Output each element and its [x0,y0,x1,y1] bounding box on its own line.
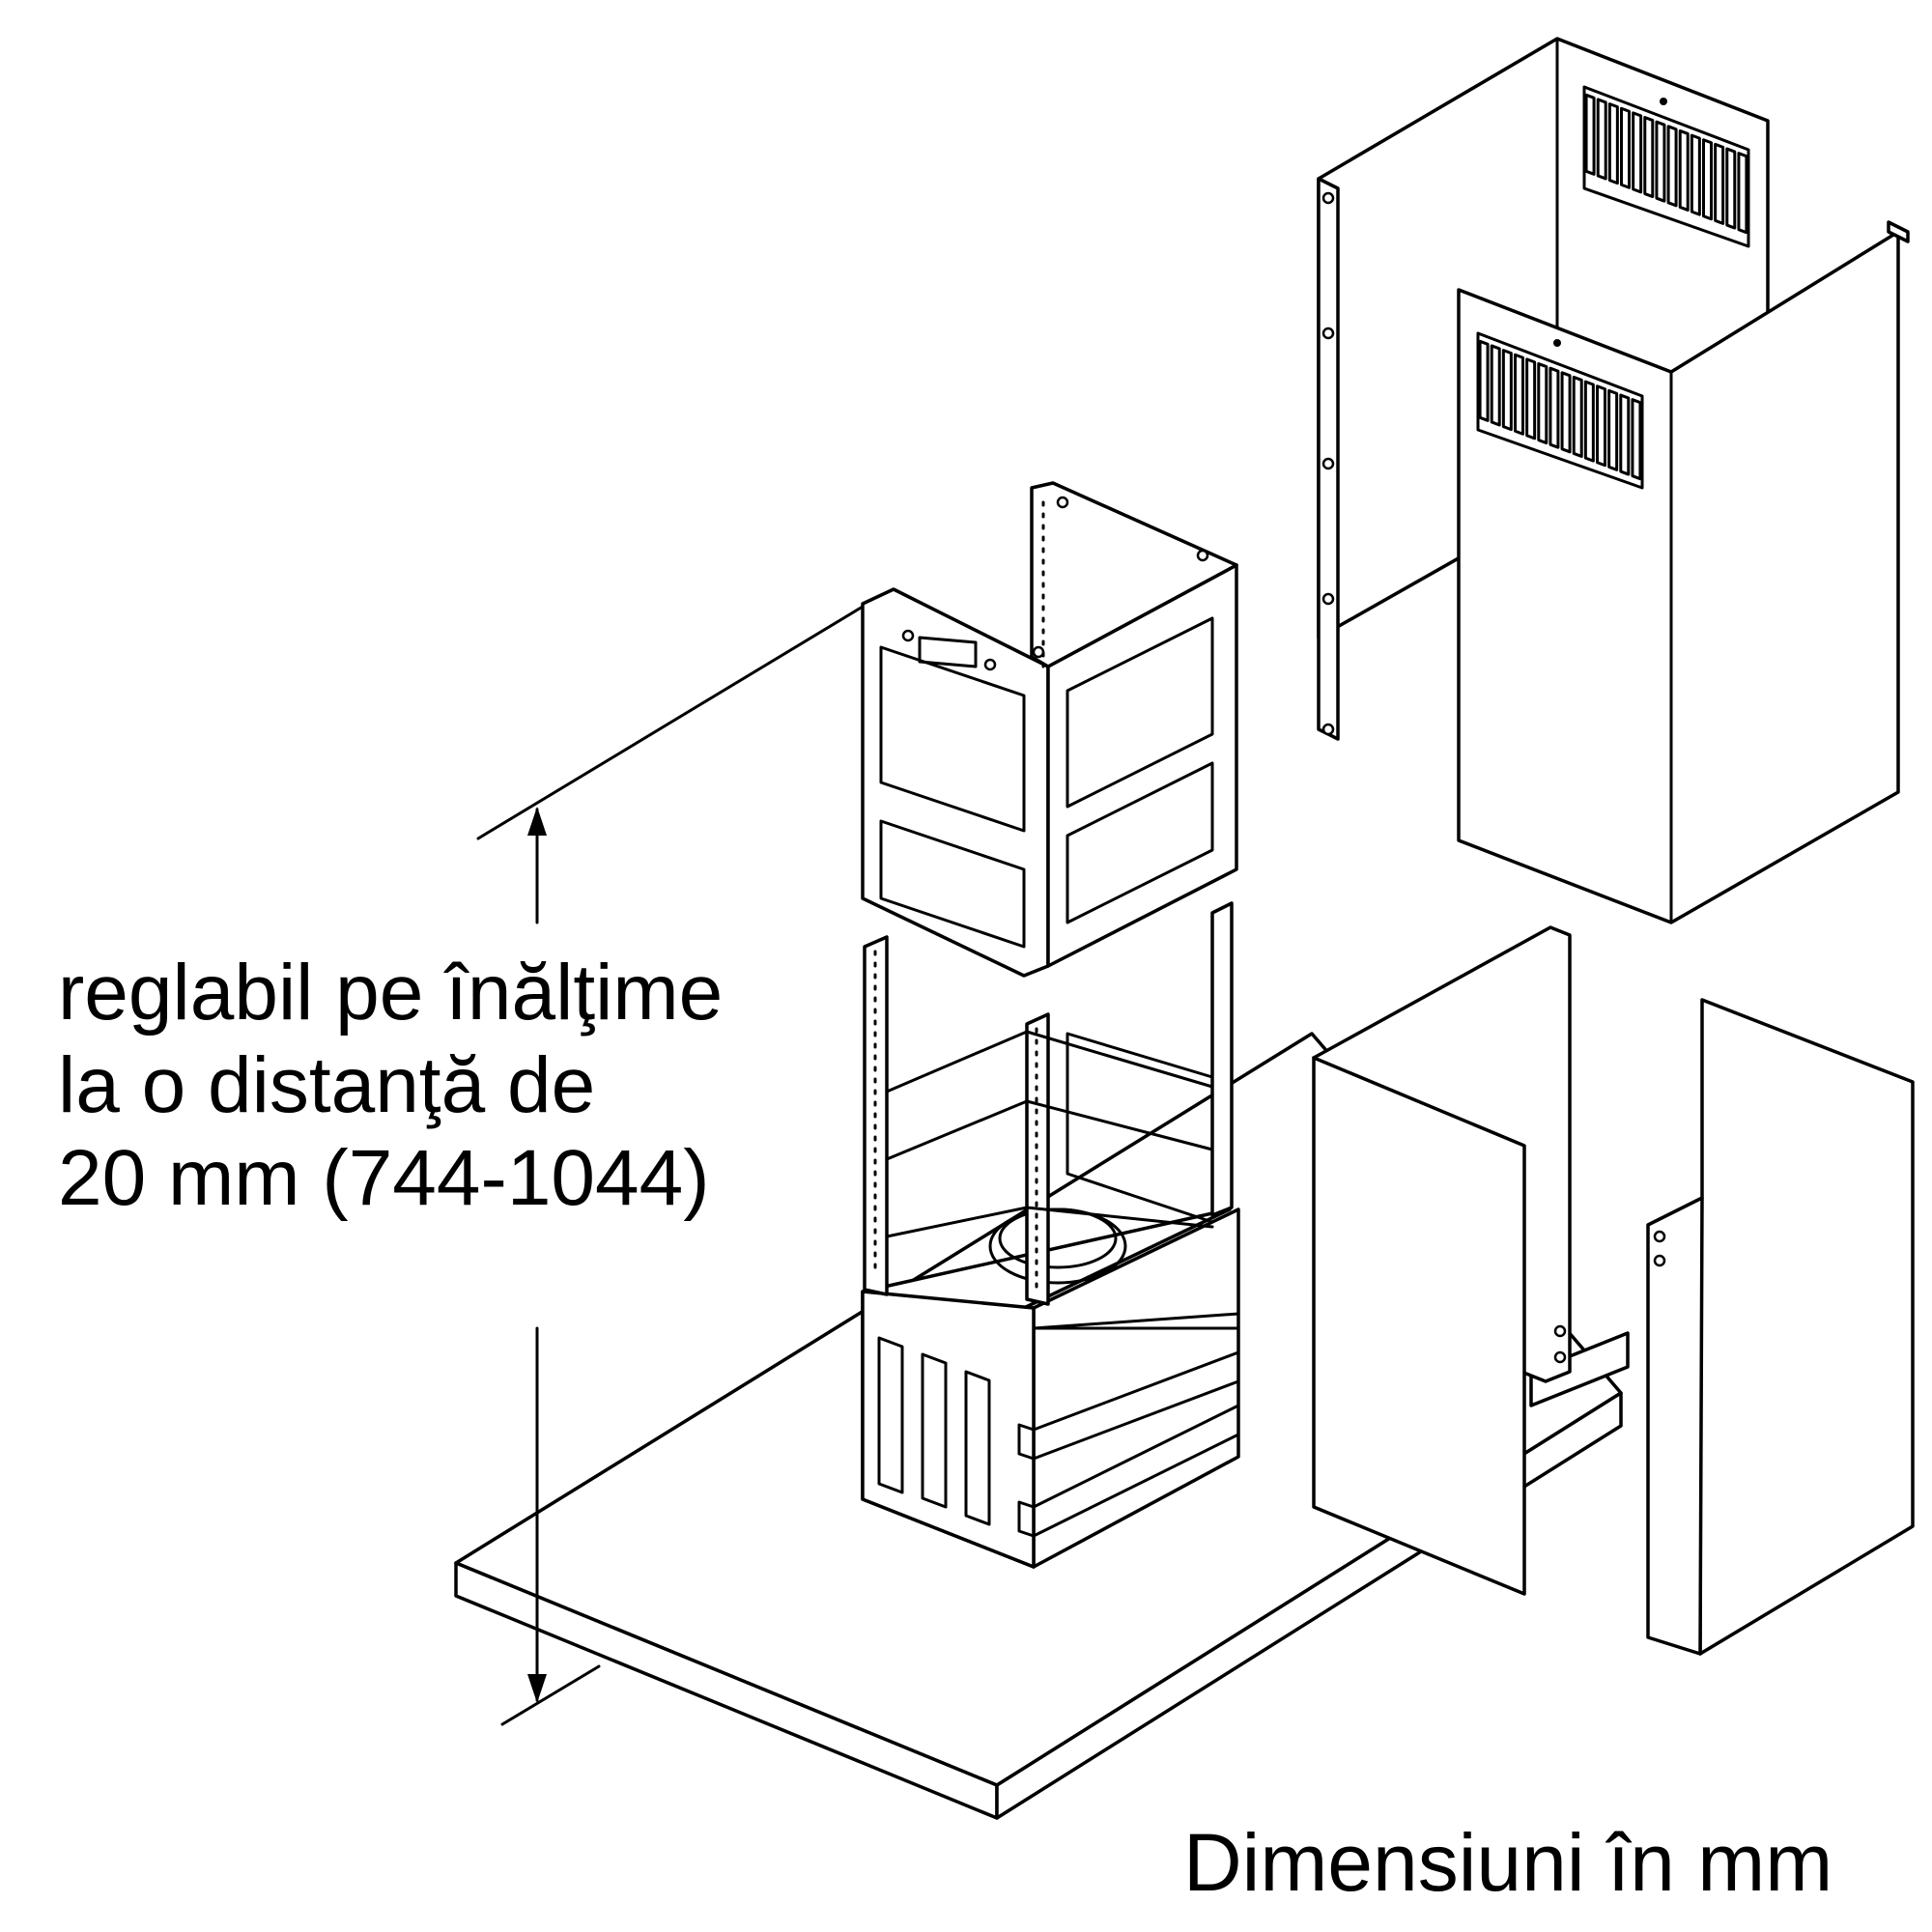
vent-slot [1607,388,1619,471]
vent-slot [1596,98,1607,181]
vent-slot [1490,344,1501,427]
vent-slot [1607,102,1619,185]
height-adjustment-note: reglabil pe înălţime la o distanţă de 20… [58,947,723,1225]
vent-slot [1631,398,1642,481]
height-dimension [476,605,865,1726]
vent-slot [1725,147,1737,230]
adjust-note-line-3: 20 mm (744-1044) [58,1134,710,1222]
adjust-note-line-2: la o distanţă de [58,1041,596,1129]
vent-slot [1632,111,1643,194]
vent-slot [1596,384,1606,468]
upper-chimney [1317,37,1910,924]
arrow-up-icon [527,807,547,836]
vent-slot [1702,138,1713,221]
vent-slot [1537,362,1548,445]
vent-slot [1643,116,1655,199]
arrow-down-icon [527,1674,547,1703]
vent-slot [1525,357,1537,440]
vent-slot [1584,93,1596,176]
vent-slot [1655,120,1666,203]
inner-frame-upper [861,481,1238,978]
vent-slots-front [1476,331,1644,490]
vent-slots-rear [1582,85,1750,248]
vent-slot [1619,393,1631,476]
vent-slot [1620,106,1631,189]
lower-chimney [1312,925,1915,1656]
vent-slot [1572,375,1583,458]
vent-slot [1560,371,1572,454]
vent-slot [1714,142,1725,225]
vent-slot [1478,339,1490,422]
vent-slot [1583,380,1595,463]
vent-slot [1690,133,1701,216]
vent-slot [1514,353,1524,436]
vent-slot [1737,152,1748,235]
vent-slot [1501,349,1513,432]
vent-slot [1548,366,1560,449]
adjust-note-line-1: reglabil pe înălţime [58,949,724,1037]
frame-perforations [873,500,1045,1296]
vent-slot [1666,125,1678,208]
units-caption: Dimensiuni în mm [1183,1817,1833,1908]
vent-slot [1678,128,1690,212]
